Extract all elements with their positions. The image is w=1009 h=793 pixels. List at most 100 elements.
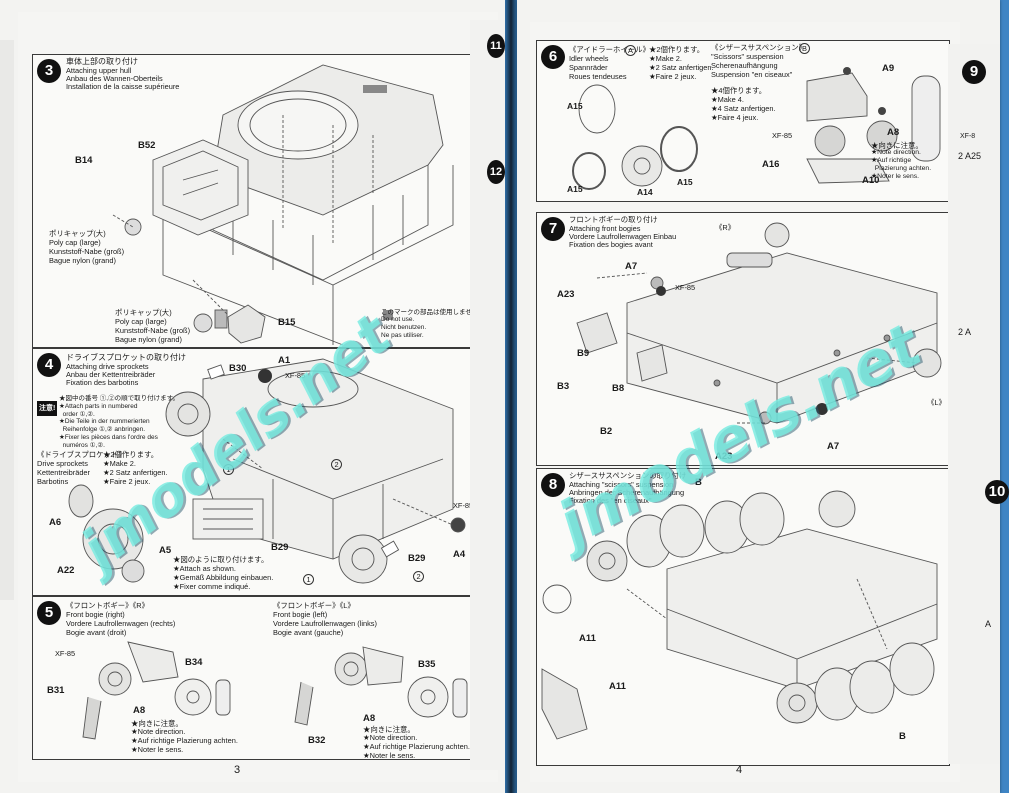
right-page: 6 《アイドラーホイール》 A Idler wheels Spannräder …: [530, 22, 960, 782]
edge-step-9: 9: [962, 60, 986, 84]
part-label-A14: A14: [637, 187, 653, 197]
part-label-B8: B8: [612, 383, 625, 394]
step7-side-L: 《L》: [927, 398, 946, 407]
part-label-B35: B35: [418, 659, 436, 670]
part-label-A23b: A23: [715, 451, 733, 462]
step6-number: 6: [541, 45, 565, 69]
part-label-B30: B30: [229, 363, 247, 374]
step4-title-en: Attaching drive sprockets: [66, 362, 149, 371]
step7-title-en: Attaching front bogies: [569, 224, 641, 233]
step7-front-bogie-drawing: [576, 222, 942, 425]
step4-attach: ★Attach as shown. ★Gemäß Abbildung einba…: [173, 564, 274, 591]
step4-sprocket-drawing: [68, 358, 466, 584]
step3-notuse: Do not use. Nicht benutzen. Ne pas utili…: [381, 316, 427, 339]
part-label-A16: A16: [762, 159, 780, 170]
part-label-B-top: B: [695, 477, 702, 488]
part-label-A15a: A15: [567, 101, 583, 111]
step4-title-jp: ドライブスプロケットの取り付け: [66, 353, 186, 362]
step6-scissors: "Scissors" suspension Scherenaufhängung …: [711, 52, 793, 79]
part-label-A8-left: A8: [363, 713, 376, 724]
step3-title-jp: 車体上部の取り付け: [66, 57, 138, 66]
step4-panel: 4 ドライブスプロケットの取り付け Attaching drive sprock…: [32, 348, 486, 596]
part-label-B2: B2: [600, 426, 613, 437]
step6-make4-jp: ★4個作ります。: [711, 86, 767, 95]
step6-idler-code: A: [625, 45, 636, 56]
step4-attach-jp: ★図のように取り付けます。: [173, 555, 269, 564]
step5-paint-xf85: XF-85: [55, 649, 76, 658]
edge-text-2a: 2 A: [958, 327, 972, 337]
step4-caution: ★図中の番号 ①,②の順で取り付けます。 ★Attach parts in nu…: [59, 395, 179, 449]
part-label-A11b: A11: [609, 681, 626, 692]
left-page: 3 車体上部の取り付け Attaching upper hull Anbau d…: [18, 12, 498, 782]
part-label-A4: A4: [453, 549, 466, 560]
part-label-A1: A1: [278, 355, 291, 366]
edge-text-a25: 2 A25: [958, 151, 982, 161]
part-label-A15c: A15: [677, 177, 693, 187]
step4-order-1b: 1: [303, 574, 314, 585]
step4-caution-badge: 注意!: [37, 401, 58, 416]
step8-panel: 8 シザースサスペンションの取り付け Attaching "scissors" …: [536, 468, 950, 766]
part-label-B15: B15: [278, 317, 296, 328]
step7-panel: 7 フロントボギーの取り付け Attaching front bogies Vo…: [536, 212, 950, 466]
step5-note-left-jp: ★向きに注意。: [363, 725, 415, 734]
part-label-B34: B34: [185, 657, 203, 668]
step3-panel: 3 車体上部の取り付け Attaching upper hull Anbau d…: [32, 54, 486, 348]
part-label-B31: B31: [47, 685, 65, 696]
step8-number: 8: [541, 473, 565, 497]
step4-paint-xf85: XF-85: [285, 371, 306, 380]
step5-number: 5: [37, 601, 61, 625]
step3-polycap1-jp: ポリキャップ(大): [49, 229, 106, 238]
part-label-B29b: B29: [408, 553, 426, 564]
step6-paint-xf85: XF-85: [772, 131, 793, 140]
edge-step-10: 10: [985, 480, 1009, 504]
part-label-A11a: A11: [579, 633, 596, 644]
step4-paint-xf85-2: XF-85: [453, 501, 474, 510]
step8-title-jp: シザースサスペンションの取り付け: [569, 471, 687, 480]
step7-title-fr: Fixation des bogies avant: [569, 240, 653, 249]
step5-note-left: ★Note direction. ★Auf richtige Plazierun…: [363, 733, 470, 760]
step4-title-fr: Fixation des barbotins: [66, 378, 139, 387]
step4-make: ★Make 2. ★2 Satz anfertigen. ★Faire 2 je…: [103, 459, 168, 486]
step3-title-fr: Installation de la caisse supérieure: [66, 82, 180, 91]
step5-bogie-drawing: [82, 641, 468, 740]
step6-idler-scissors-drawing: [572, 67, 941, 190]
step3-notuse-jp: このマークの部品は使用しません。: [381, 309, 485, 316]
step8-scissors-drawing: [541, 490, 938, 740]
right-peek-page: [948, 44, 1000, 764]
part-label-A5: A5: [159, 545, 172, 556]
step3-number: 3: [37, 59, 61, 83]
part-label-A10: A10: [862, 175, 880, 186]
edge-step-11: 11: [487, 34, 505, 58]
part-label-A7b: A7: [827, 441, 840, 452]
center-gutter: [505, 0, 517, 793]
part-label-B52: B52: [138, 140, 156, 151]
part-label-A15b: A15: [567, 184, 583, 194]
left-edge-strip: [0, 40, 14, 600]
part-label-B14: B14: [75, 155, 93, 166]
step3-polycap1: Poly cap (large) Kunststoff-Nabe (groß) …: [49, 238, 125, 265]
step3-hull-drawing: [112, 64, 454, 346]
step5-right-jp: 《フロントボギー》《R》: [66, 601, 149, 610]
step6-make4: ★Make 4. ★4 Satz anfertigen. ★Faire 4 je…: [711, 95, 776, 122]
step6-scissors-code: B: [799, 43, 810, 54]
part-label-A23a: A23: [557, 289, 575, 300]
step7-paint-xf85: XF-85: [675, 283, 696, 292]
step3-polycap2: Poly cap (large) Kunststoff-Nabe (groß) …: [115, 317, 191, 344]
left-page-number: 3: [234, 764, 241, 776]
step8-title-fr: Fixation des "en ciseaux": [569, 496, 652, 505]
part-label-A7a: A7: [625, 261, 638, 272]
step4-order-2a: 2: [413, 571, 424, 582]
edge-text-a: A: [985, 619, 992, 629]
step4-title-de: Anbau der Kettentreibräder: [66, 370, 156, 379]
part-label-B3: B3: [557, 381, 570, 392]
step5-left-jp: 《フロントボギー》《L》: [273, 601, 355, 610]
step3-title-de: Anbau des Wannen-Oberteils: [66, 74, 163, 83]
part-label-B-bottom: B: [899, 731, 906, 742]
step5-note-right-jp: ★向きに注意。: [131, 719, 183, 728]
step4-sub: Drive sprockets Kettentreibräder Barboti…: [37, 459, 90, 486]
part-label-B9: B9: [577, 348, 590, 359]
part-label-A6: A6: [49, 517, 62, 528]
step3-polycap2-jp: ポリキャップ(大): [115, 308, 172, 317]
step6-scissors-jp: 《シザースサスペンション》: [711, 43, 807, 52]
step6-note: ★Note direction. ★Auf richtige Plazierun…: [871, 149, 932, 180]
